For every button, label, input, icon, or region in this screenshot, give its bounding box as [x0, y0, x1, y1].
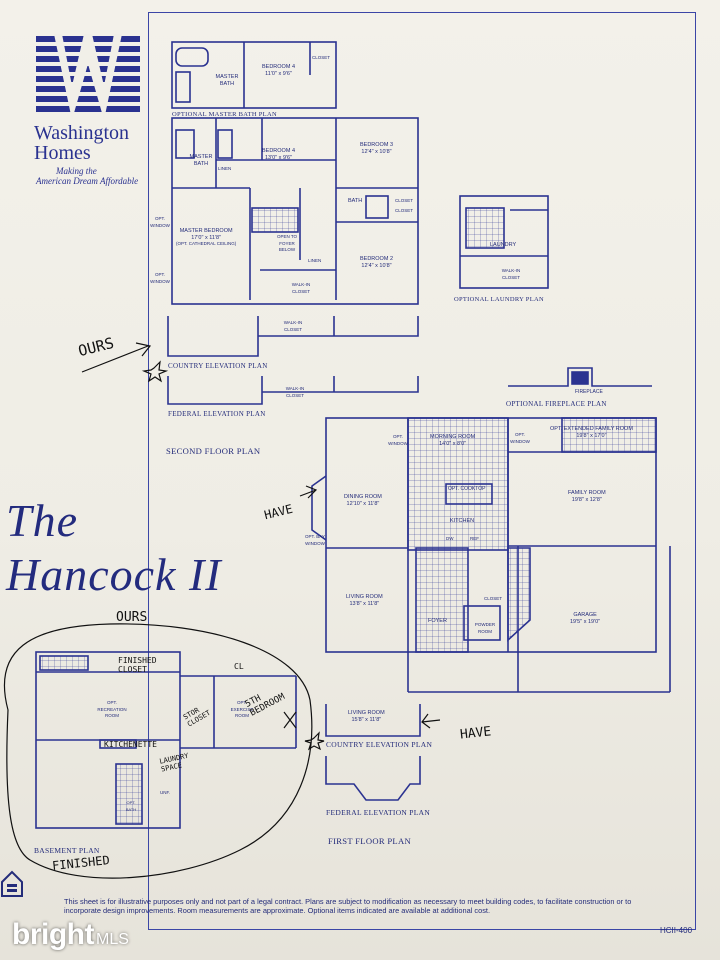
- brand-tagline-line2: American Dream Affordable: [36, 176, 139, 186]
- room-label: CLOSET: [484, 596, 503, 601]
- room-label: CLOSET: [395, 198, 414, 203]
- room-label: LAUNDRY: [490, 242, 517, 248]
- handwritten-kitchenette-note: KITCHENETTE: [104, 740, 157, 749]
- model-title-line1: The: [6, 495, 78, 546]
- room-label: LINEN: [308, 258, 322, 263]
- sheet-border: [148, 12, 696, 930]
- handwritten-closet-note: CL: [234, 662, 244, 671]
- room-label: BATH: [348, 198, 363, 204]
- room-label: POWDER ROOM: [474, 622, 496, 634]
- first-floor-federal-elevation-caption: FEDERAL ELEVATION PLAN: [326, 808, 431, 817]
- room-label: OPT. RECREATION ROOM: [97, 700, 127, 718]
- room-label: OPT. BATH: [125, 800, 137, 812]
- room-label: OPEN TO FOYER BELOW: [276, 234, 298, 252]
- room-label: OPT. WINDOW: [388, 434, 408, 446]
- optional-fireplace-caption: OPTIONAL FIREPLACE PLAN: [506, 400, 607, 408]
- watermark-brand: bright: [12, 918, 94, 951]
- optional-master-bath-drawing: [171, 41, 337, 109]
- handwritten-finished-closet-note: FINISHED CLOSET: [118, 656, 157, 674]
- room-label: FOYER: [428, 618, 447, 624]
- optional-laundry-caption: OPTIONAL LAUNDRY PLAN: [454, 296, 544, 303]
- pencil-annotations: [3, 342, 441, 879]
- optional-laundry-drawing: [459, 195, 549, 289]
- room-label: REF: [470, 536, 479, 541]
- room-label: MASTER BATH: [189, 154, 213, 167]
- room-label: OPT. COOKTOP: [448, 486, 486, 492]
- second-floor-federal-elevation-caption: FEDERAL ELEVATION PLAN: [168, 410, 266, 418]
- first-floor-drawing: [311, 417, 671, 693]
- handwritten-ours-basement-note: OURS: [116, 610, 148, 625]
- basement-drawing: [35, 651, 297, 829]
- brand-tagline-line1: Making the: [56, 166, 97, 176]
- washington-homes-logo: [36, 34, 140, 120]
- equal-housing-icon: [1, 870, 23, 897]
- disclaimer-text: This sheet is for illustrative purposes …: [64, 897, 632, 915]
- sheet-code: HCII-400: [660, 926, 693, 935]
- second-floor-caption: SECOND FLOOR PLAN: [166, 446, 261, 456]
- room-label: OPT. WINDOW: [150, 216, 170, 228]
- room-label: LINEN: [218, 166, 232, 171]
- optional-master-bath-caption: OPTIONAL MASTER BATH PLAN: [172, 111, 277, 118]
- room-label: DW: [446, 536, 454, 541]
- brand-name-line1: Washington: [34, 122, 130, 144]
- room-label: FIREPLACE: [575, 389, 603, 395]
- optional-fireplace-drawing: [508, 367, 652, 387]
- first-floor-caption: FIRST FLOOR PLAN: [328, 836, 411, 846]
- room-label: OPT. EXERCISE ROOM: [230, 700, 254, 718]
- room-label: CLOSET: [395, 208, 414, 213]
- second-floor-drawing: [171, 117, 419, 305]
- room-label: WALK-IN CLOSET: [285, 386, 305, 398]
- first-floor-country-elevation-caption: COUNTRY ELEVATION PLAN: [326, 740, 433, 749]
- model-title-line2: Hancock II: [6, 549, 222, 600]
- room-label: OPT. BAY WINDOW: [305, 534, 325, 546]
- room-label: WALK-IN CLOSET: [501, 268, 521, 280]
- room-label: CLOSET: [312, 55, 331, 60]
- room-label: MASTER BATH: [215, 74, 239, 87]
- second-floor-country-elevation-caption: COUNTRY ELEVATION PLAN: [168, 362, 268, 370]
- room-label: OPT. WINDOW: [510, 432, 530, 444]
- room-label: WALK-IN CLOSET: [283, 320, 303, 332]
- first-floor-elevation-drawings: [325, 704, 421, 801]
- room-label: OPT. WINDOW: [150, 272, 170, 284]
- watermark-suffix: MLS: [95, 931, 129, 948]
- room-label: WALK-IN CLOSET: [291, 282, 311, 294]
- brand-name-line2: Homes: [34, 142, 91, 164]
- second-floor-elevation-drawings: [167, 316, 419, 405]
- basement-caption: BASEMENT PLAN: [34, 846, 100, 855]
- room-label: UNF.: [160, 790, 170, 795]
- room-label: KITCHEN: [450, 518, 475, 524]
